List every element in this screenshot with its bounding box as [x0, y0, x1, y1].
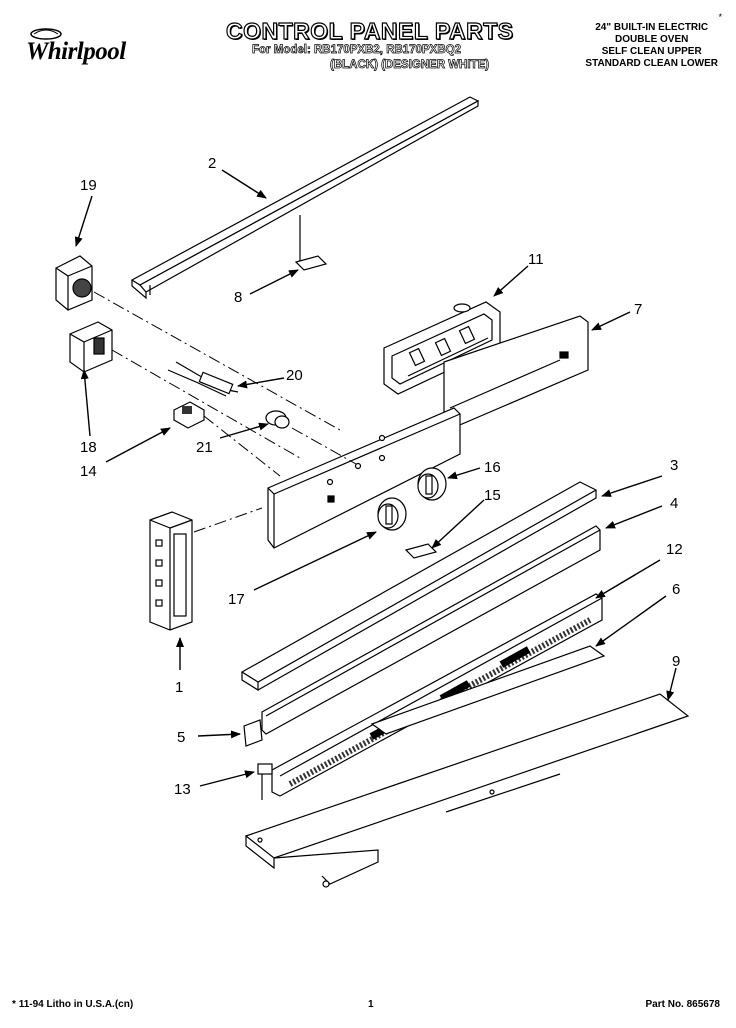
callout-12: 12 [666, 541, 683, 558]
callout-1: 1 [175, 679, 183, 696]
callout-13: 13 [174, 781, 191, 798]
footer-litho: * 11-94 Litho in U.S.A.(cn) [12, 999, 133, 1010]
part-13-clip [257, 763, 273, 800]
description-line: DOUBLE OVEN [615, 34, 689, 45]
callout-3: 3 [670, 457, 678, 474]
alignment-lines [93, 291, 357, 533]
part-8-clip [294, 215, 328, 271]
part-5-clip [243, 719, 263, 747]
part-3-trim [240, 481, 598, 692]
part-15-clip [404, 543, 438, 559]
callout-8: 8 [234, 289, 242, 306]
callout-17: 17 [228, 591, 245, 608]
description-line: SELF CLEAN UPPER [601, 46, 702, 57]
litho-text: 11-94 Litho in U.S.A.(cn) [18, 999, 134, 1010]
part-20-harness [167, 361, 239, 397]
callout-labels: 1 2 3 4 5 6 7 8 9 11 12 13 14 15 16 17 1… [80, 155, 683, 798]
part-21-cap [265, 410, 290, 429]
leader-lines [74, 169, 677, 787]
callout-4: 4 [670, 495, 678, 512]
brand-name: Whirlpool [26, 38, 126, 65]
part-2-top-trim [130, 96, 480, 300]
product-description: 24" BUILT-IN ELECTRIC DOUBLE OVEN SELF C… [585, 22, 718, 70]
part-6-bracket [370, 645, 606, 735]
footer-part-number: Part No. 865678 [645, 999, 721, 1010]
footer-page-number: 1 [368, 999, 374, 1010]
callout-19: 19 [80, 177, 97, 194]
color-line: (BLACK) (DESIGNER WHITE) [330, 59, 490, 72]
callout-11: 11 [528, 251, 544, 268]
main-control-panel [267, 407, 461, 549]
part-17-knob [377, 497, 407, 531]
litho-mark: * [12, 999, 16, 1010]
part-1-side-bracket [149, 511, 193, 631]
model-line: For Model: RB170PXB2, RB170PXBQ2 [252, 44, 462, 57]
part-9-bottom-tray [244, 693, 690, 888]
logo-swoosh-icon [30, 28, 62, 40]
part-4-strip [261, 525, 601, 735]
description-line: 24" BUILT-IN ELECTRIC [595, 22, 709, 33]
callout-14: 14 [80, 463, 97, 480]
part-14-relay [173, 401, 205, 429]
callout-9: 9 [672, 653, 680, 670]
part-18-switch [69, 321, 113, 373]
part-19-switch [55, 255, 93, 311]
description-line: STANDARD CLEAN LOWER [585, 58, 718, 69]
callout-18: 18 [80, 439, 97, 456]
callout-16: 16 [484, 459, 501, 476]
callout-21: 21 [196, 439, 213, 456]
part-16-knob [417, 467, 447, 501]
callout-20: 20 [286, 367, 303, 384]
callout-2: 2 [208, 155, 216, 172]
page-title: CONTROL PANEL PARTS [225, 17, 514, 44]
whirlpool-logo: Whirlpool [24, 24, 152, 70]
callout-7: 7 [634, 301, 642, 318]
corner-mark: * [718, 12, 722, 22]
callout-6: 6 [672, 581, 680, 598]
callout-15: 15 [484, 487, 501, 504]
callout-5: 5 [177, 729, 185, 746]
